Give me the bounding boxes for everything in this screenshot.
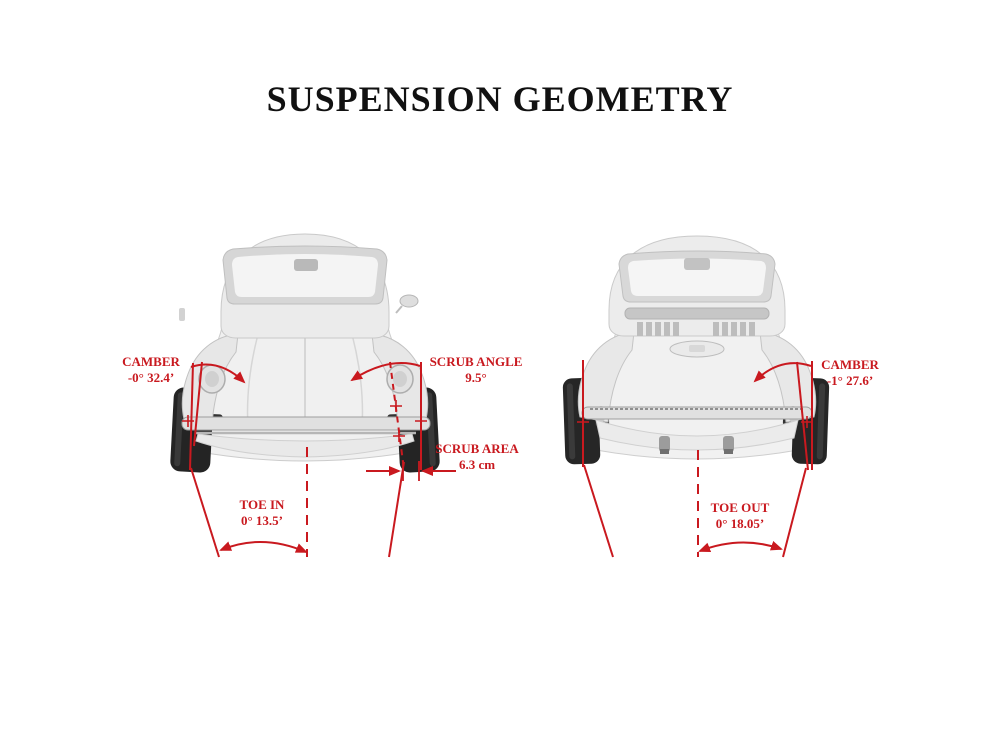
toe-in-value: 0° 13.5’ [240,512,284,528]
page-title: SUSPENSION GEOMETRY [266,79,734,119]
rear-camber-label: CAMBER -1° 27.6’ [765,357,935,388]
left-headlight-inner [205,371,219,387]
front-camber-title: CAMBER [122,354,180,369]
scrub-area-value: 6.3 cm [458,456,496,472]
windshield-glass [232,254,378,297]
side-mirror-stem [395,305,403,314]
left-exhaust-pipe [659,436,670,452]
front-car-illustration [170,233,440,473]
rear-camber-value: -1° 27.6’ [826,372,874,388]
rear-camber-axis-line [796,361,809,471]
right-toe-line [388,461,405,558]
toe-in-title: TOE IN [239,497,285,512]
rearview-mirror [294,259,318,271]
rear-right-toe-line [782,467,807,558]
rear-left-wheel [562,377,610,465]
toe-out-value: 0° 18.05’ [715,515,765,531]
scrub-angle-arrow [350,362,421,382]
right-headlight-inner [393,371,407,387]
front-camber-label: CAMBER -0° 32.4’ [66,354,236,385]
side-mirror [399,294,419,308]
vent-band [624,307,770,320]
semaphore [179,308,185,321]
scrub-angle-label: SCRUB ANGLE 9.5° [391,354,561,385]
front-bumper [181,416,431,431]
front-annotations [182,361,456,558]
rear-camber-arrow [753,362,812,383]
scrub-area-title: SCRUB AREA [435,441,519,456]
left-toe-line [190,467,220,558]
rear-window-glass [628,258,766,296]
rear-apron [595,419,799,451]
toe-in-label: TOE IN 0° 13.5’ [177,497,347,528]
scrub-axis-line [389,361,404,463]
rear-right-cross-mark [801,416,813,428]
left-exhaust-tip [660,449,669,454]
right-exhaust-tip [724,449,733,454]
scrub-cross-marks [390,400,427,442]
camber-wheel-axis-line [193,361,203,447]
scrub-area-label: SCRUB AREA 6.3 cm [392,441,562,472]
scrub-angle-value: 9.5° [465,369,487,385]
rear-camber-title: CAMBER [821,357,879,372]
license-light [689,345,705,352]
engine-lid-vents [637,322,755,336]
rear-left-cross-mark [577,416,589,428]
scrub-angle-title: SCRUB ANGLE [429,354,523,369]
rear-left-toe-line [583,464,614,558]
rear-interior-mirror [684,258,710,270]
toe-out-arc-arrow [698,540,783,553]
front-camber-value: -0° 32.4’ [127,369,175,385]
toe-out-label: TOE OUT 0° 18.05’ [655,500,825,531]
toe-in-arc-arrow [219,541,308,553]
toe-out-title: TOE OUT [710,500,770,515]
camber-reference-line [189,362,194,471]
right-exhaust-pipe [723,436,734,452]
camber-cross-mark [182,415,194,427]
rear-left-fender [577,331,635,423]
rear-car-illustration [562,235,830,465]
rear-annotations [577,360,813,558]
front-apron [195,433,415,458]
camber-arrow [190,363,246,384]
